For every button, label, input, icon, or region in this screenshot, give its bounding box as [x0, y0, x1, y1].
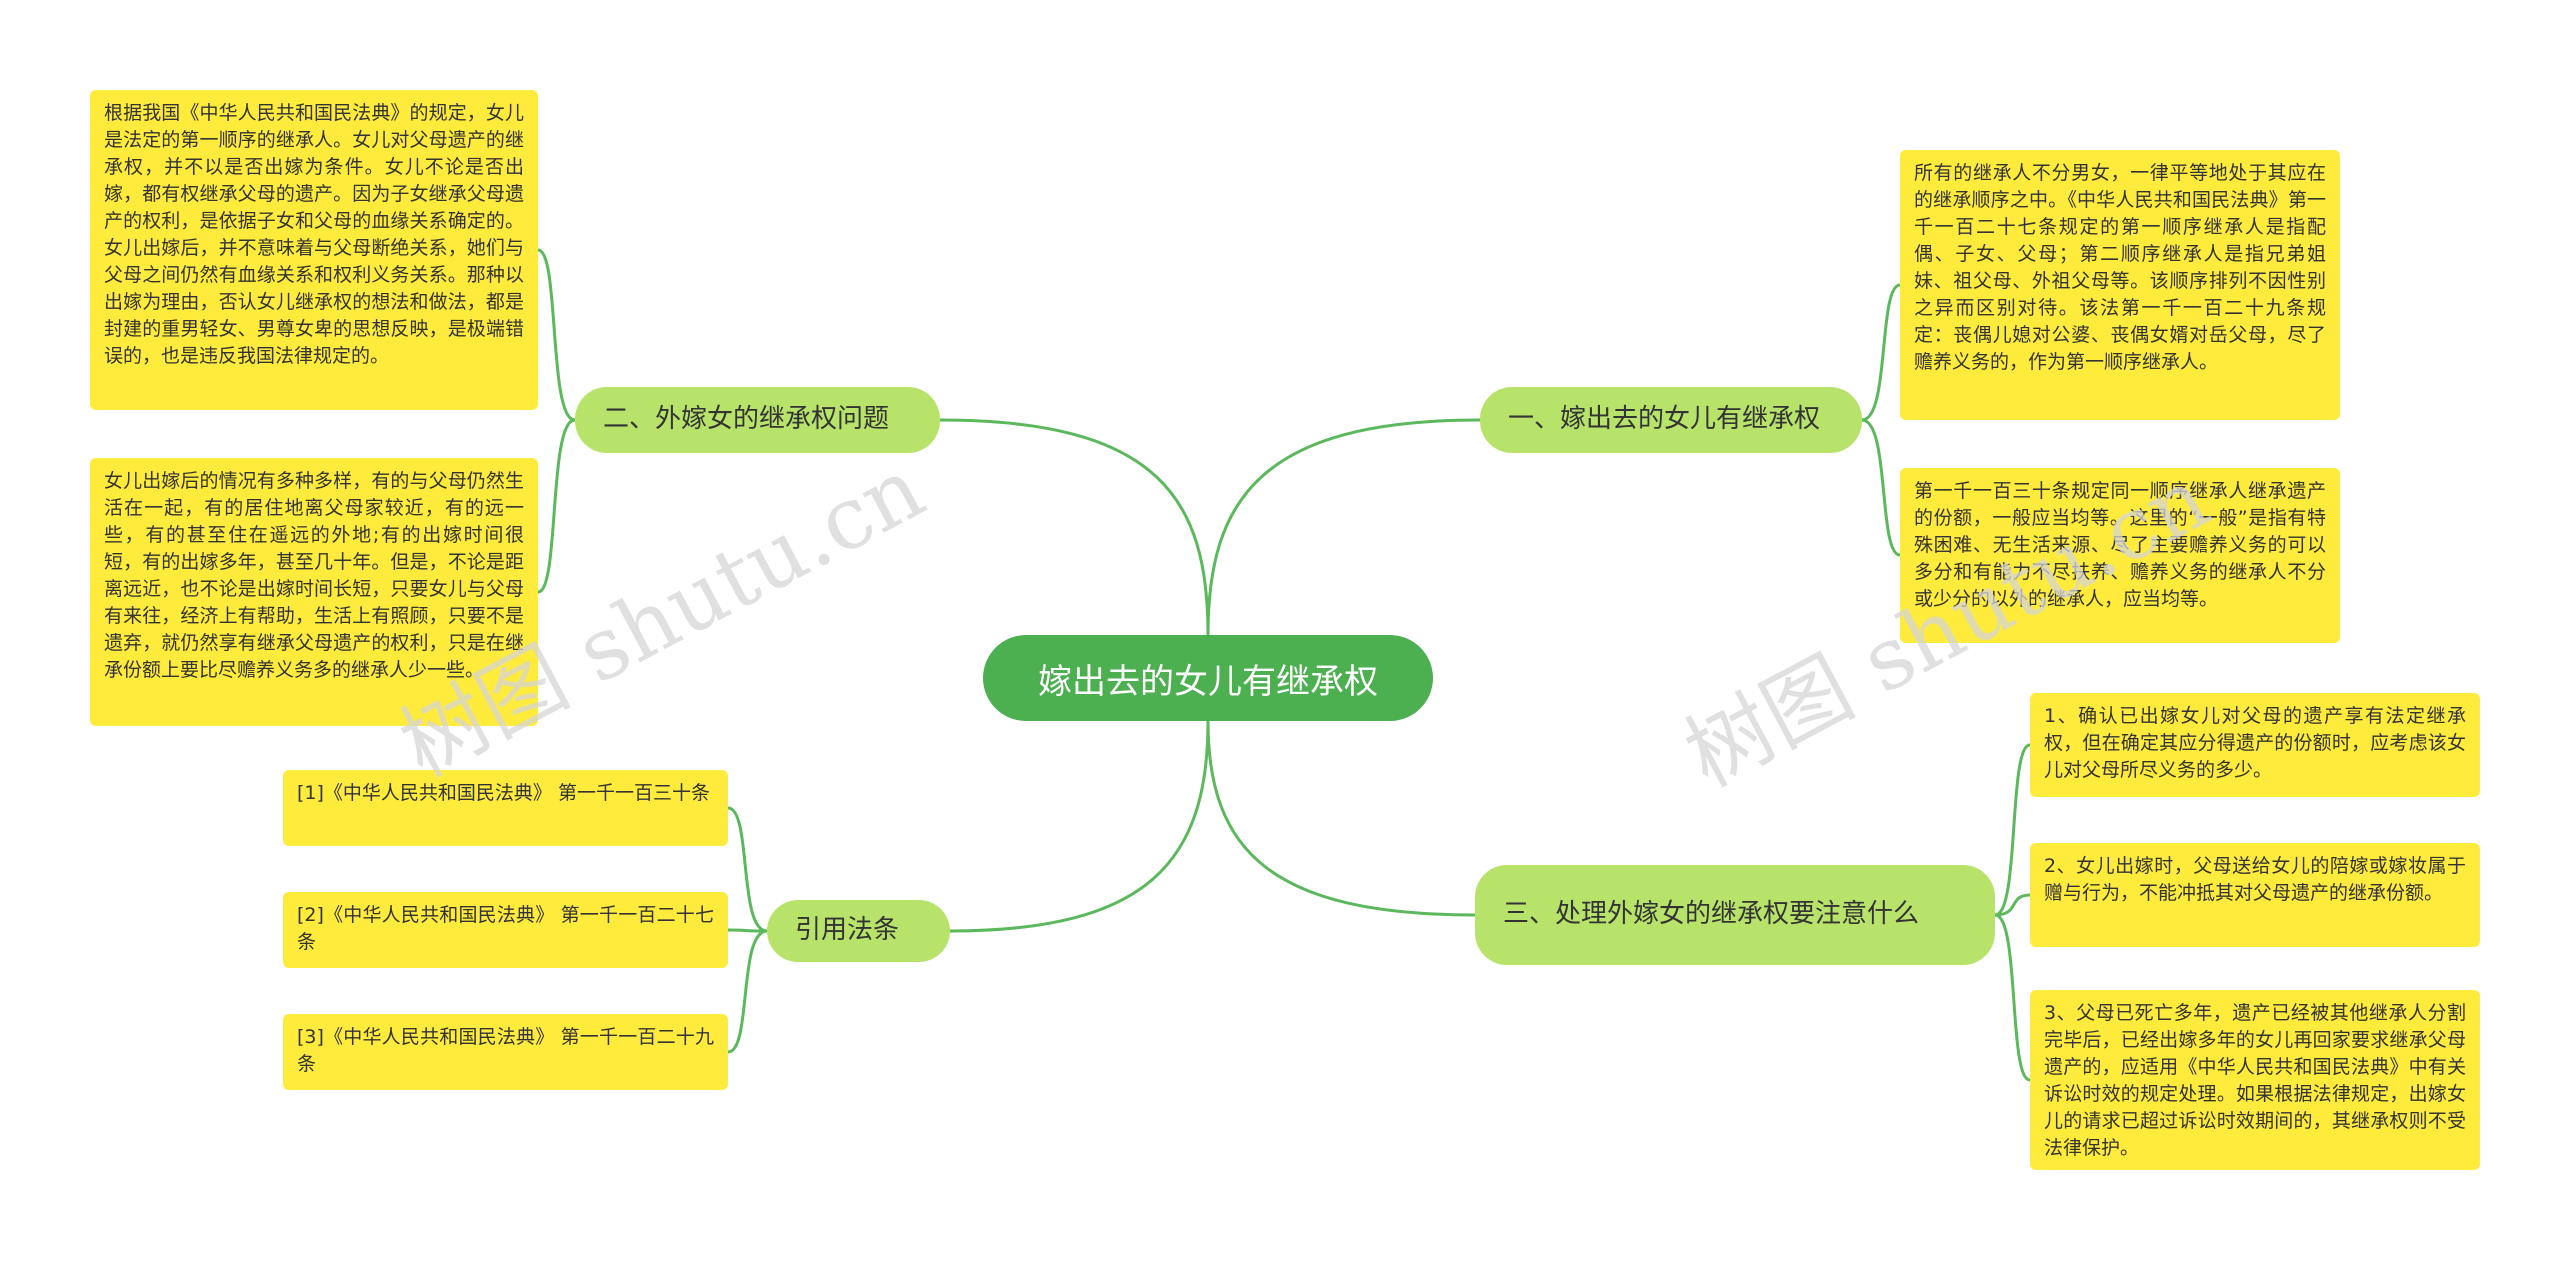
- branch-topic-label: 一、嫁出去的女儿有继承权: [1508, 404, 1821, 435]
- link-b3-leaf1: [1993, 743, 2032, 917]
- leaf-note-dowry-gift[interactable]: 2、女儿出嫁时，父母送给女儿的陪嫁或嫁妆属于赠与行为，不能冲抵其对父母遗产的继承…: [2030, 843, 2480, 947]
- leaf-note-confirm-right[interactable]: 1、确认已出嫁女儿对父母的遗产享有法定继承权，但在确定其应分得遗产的份额时，应考…: [2030, 693, 2480, 797]
- link-root-b2: [938, 418, 1210, 637]
- root-topic[interactable]: 嫁出去的女儿有继承权: [983, 635, 1433, 721]
- link-b4-leaf1: [726, 806, 769, 933]
- link-b2-leaf1: [536, 248, 577, 422]
- link-b4-leaf2: [726, 928, 769, 933]
- branch-topic-handling-notes[interactable]: 三、处理外嫁女的继承权要注意什么: [1475, 865, 1995, 965]
- link-root-b1: [1206, 418, 1482, 637]
- leaf-note-legal-heir[interactable]: 根据我国《中华人民共和国民法典》的规定，女儿是法定的第一顺序的继承人。女儿对父母…: [90, 90, 538, 410]
- link-b1-leaf2: [1860, 418, 1902, 557]
- link-b1-leaf1: [1860, 283, 1902, 422]
- link-b3-leaf3: [1993, 913, 2032, 1082]
- branch-topic-label: 引用法条: [795, 915, 900, 946]
- branch-topic-label: 三、处理外嫁女的继承权要注意什么: [1503, 899, 1920, 930]
- leaf-citation-2[interactable]: [2]《中华人民共和国民法典》 第一千一百二十七条: [283, 892, 728, 968]
- link-b4-leaf3: [726, 929, 769, 1054]
- branch-topic-label: 二、外嫁女的继承权问题: [603, 404, 890, 435]
- leaf-citation-3[interactable]: [3]《中华人民共和国民法典》 第一千一百二十九条: [283, 1014, 728, 1090]
- link-b2-leaf2: [536, 418, 577, 594]
- leaf-note-varied-situations[interactable]: 女儿出嫁后的情况有多种多样，有的与父母仍然生活在一起，有的居住地离父母家较近，有…: [90, 458, 538, 726]
- leaf-note-equal-succession[interactable]: 所有的继承人不分男女，一律平等地处于其应在的继承顺序之中。《中华人民共和国民法典…: [1900, 150, 2340, 420]
- leaf-note-limitation-period[interactable]: 3、父母已死亡多年，遗产已经被其他继承人分割完毕后，已经出嫁多年的女儿再回家要求…: [2030, 990, 2480, 1170]
- root-topic-label: 嫁出去的女儿有继承权: [1038, 661, 1378, 702]
- leaf-citation-1[interactable]: [1]《中华人民共和国民法典》 第一千一百三十条: [283, 770, 728, 846]
- branch-topic-married-daughter-issue[interactable]: 二、外嫁女的继承权问题: [575, 387, 940, 453]
- link-root-b3: [1206, 719, 1477, 917]
- link-b3-leaf2: [1993, 893, 2032, 917]
- leaf-note-equal-shares[interactable]: 第一千一百三十条规定同一顺序继承人继承遗产的份额，一般应当均等。这里的“一般”是…: [1900, 468, 2340, 643]
- branch-topic-cited-laws[interactable]: 引用法条: [767, 900, 950, 962]
- link-root-b4: [948, 719, 1210, 933]
- branch-topic-inheritance-right[interactable]: 一、嫁出去的女儿有继承权: [1480, 387, 1862, 453]
